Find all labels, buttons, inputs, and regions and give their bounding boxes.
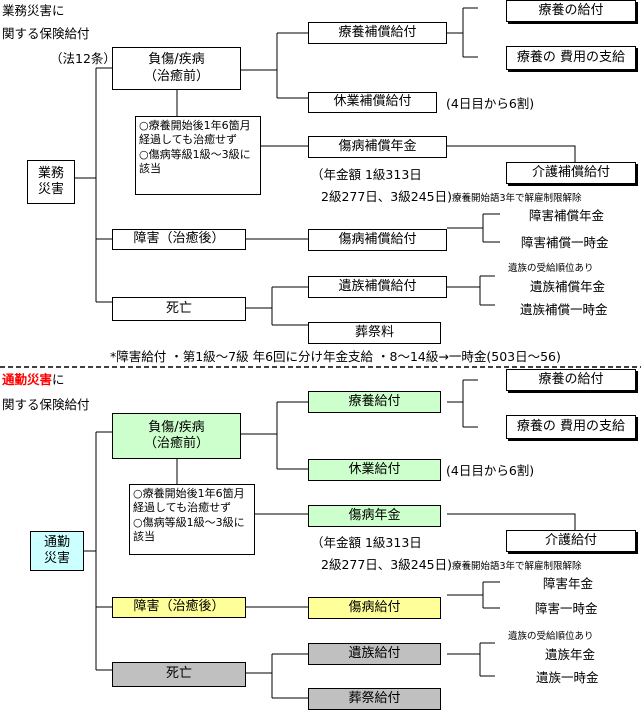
ryoyo-hosho-kyufu: 療養補償給付: [308, 22, 447, 44]
bottom-nenkin-note-1: （年金額 1級313日: [311, 535, 422, 550]
ryoyo-hiyo-shikyu: 療養の 費用の支給: [506, 46, 636, 70]
kaigo-kyufu: 介護給付: [506, 530, 636, 552]
bottom-shogai-box: 障害（治癒後）: [112, 597, 246, 618]
kaigo-hosho-kyufu: 介護補償給付: [506, 162, 636, 184]
shogai-hosho-ichijikin: 障害補償一時金: [521, 235, 609, 250]
root-gyomu-saigai: 業務 災害: [27, 160, 75, 204]
law-reference: （法12条）: [50, 51, 116, 66]
izoku-nenkin: 遺族年金: [545, 647, 596, 662]
sosai-kyufu: 葬祭給付: [308, 688, 441, 710]
top-title-line1: 業務災害に: [2, 3, 65, 18]
bottom-ryoyo-no-kyufu: 療養の給付: [506, 369, 636, 391]
nenkin-note-2: 2級277日、3級245日): [321, 189, 452, 204]
bottom-juni-note: 遺族の受給順位あり: [508, 631, 594, 642]
juni-note: 遺族の受給順位あり: [508, 263, 594, 274]
bottom-nenkin-note-2: 2級277日、3級245日): [321, 557, 452, 572]
shibo-box: 死亡: [112, 297, 246, 321]
izoku-hosho-nenkin: 遺族補償年金: [530, 279, 606, 294]
izoku-kyufu: 遺族給付: [308, 643, 441, 665]
shogai-box: 障害（治癒後）: [112, 229, 246, 250]
shobyo-hosho-nenkin: 傷病補償年金: [308, 136, 447, 158]
bottom-shibo-box: 死亡: [112, 662, 246, 687]
kaijo-note: 療養開始語3年で解雇制限解除: [452, 193, 582, 204]
kyugyo-kyufu: 休業給付: [308, 459, 441, 481]
bottom-title-rest: に: [52, 372, 65, 387]
bottom-injury-box: 負傷/疾病 （治癒前）: [112, 413, 241, 459]
footnote: *障害給付 ・第1級～7級 年6回に分け年金支給 ・8～14級→一時金(503日…: [110, 349, 561, 364]
bottom-kaijo-note: 療養開始語3年で解雇制限解除: [452, 561, 582, 572]
ryoyo-kyufu: 療養給付: [308, 391, 441, 413]
sosairyo: 葬祭料: [308, 322, 441, 344]
nenkin-note-1: （年金額 1級313日: [311, 167, 422, 182]
bottom-ryoyo-hiyo-shikyu: 療養の 費用の支給: [506, 415, 636, 439]
kyugyo-hosho-kyufu: 休業補償給付: [308, 92, 437, 113]
condition-box: ○療養開始後1年6箇月経過しても治癒せず ○傷病等級1級～3級に該当: [135, 116, 261, 195]
bottom-condition-box: ○療養開始後1年6箇月経過しても治癒せず ○傷病等級1級～3級に該当: [129, 484, 255, 555]
bottom-kyugyo-note: (4日目から6割): [446, 463, 535, 478]
izoku-hosho-ichijikin: 遺族補償一時金: [520, 302, 608, 317]
shogai-hosho-nenkin: 障害補償年金: [529, 208, 605, 223]
top-title-line2: 関する保険給付: [2, 26, 90, 41]
injury-box: 負傷/疾病 （治癒前）: [112, 47, 241, 90]
root-tsukin-saigai: 通勤 災害: [30, 531, 84, 571]
shobyo-nenkin: 傷病年金: [308, 505, 441, 527]
bottom-title-line1: 通勤災害に: [2, 372, 65, 387]
ryoyo-no-kyufu: 療養の給付: [506, 0, 636, 22]
shogai-nenkin: 障害年金: [543, 576, 594, 591]
shobyo-hosho-kyufu: 傷病補償給付: [308, 229, 447, 251]
bottom-title-red: 通勤災害: [2, 372, 53, 387]
izoku-hosho-kyufu: 遺族補償給付: [308, 276, 447, 298]
shogai-ichijikin: 障害一時金: [535, 601, 598, 616]
shobyo-kyufu: 傷病給付: [308, 597, 441, 619]
kyugyo-note: (4日目から6割): [446, 96, 535, 111]
bottom-title-line2: 関する保険給付: [2, 397, 90, 412]
izoku-ichijikin: 遺族一時金: [536, 670, 599, 685]
